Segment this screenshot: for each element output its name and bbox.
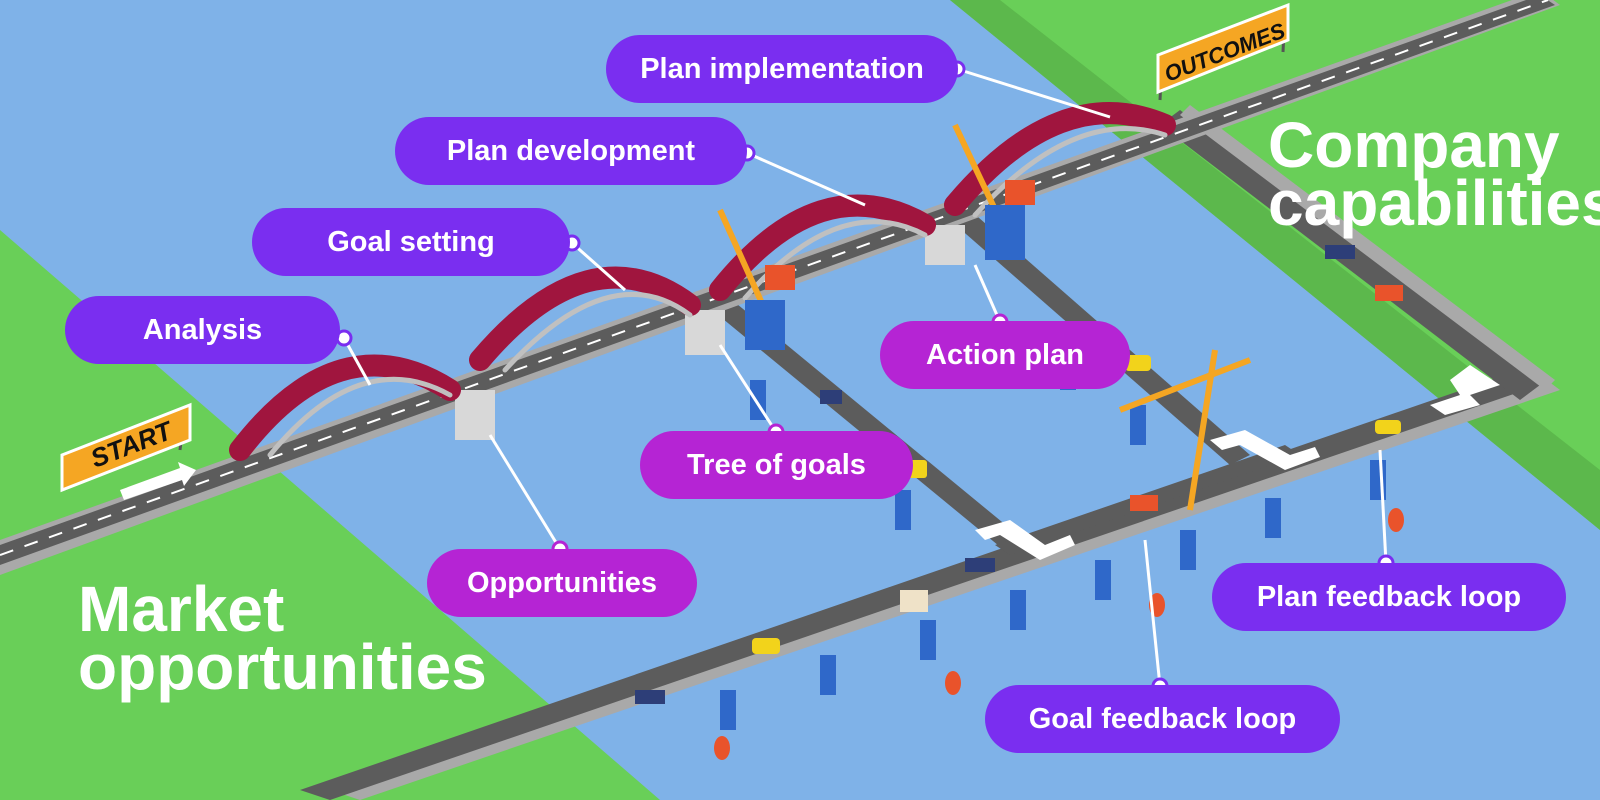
crane-icons bbox=[717, 123, 1403, 511]
label-plan-implementation: Plan implementation bbox=[606, 35, 958, 103]
label-goal-setting: Goal setting bbox=[252, 208, 570, 276]
label-plan-development: Plan development bbox=[395, 117, 747, 185]
market-opportunities-heading: Market opportunities bbox=[78, 573, 487, 703]
label-analysis: Analysis bbox=[65, 296, 340, 364]
market-land bbox=[0, 230, 660, 800]
buoy-icons bbox=[714, 508, 1404, 760]
market-heading-line2: opportunities bbox=[78, 631, 487, 703]
company-shore bbox=[950, 0, 1600, 530]
company-heading-line1: Company bbox=[1268, 109, 1560, 181]
label-action-plan: Action plan bbox=[880, 321, 1130, 389]
label-goal-feedback-loop: Goal feedback loop bbox=[985, 685, 1340, 753]
vehicle-icons bbox=[635, 245, 1401, 704]
label-plan-feedback-loop: Plan feedback loop bbox=[1212, 563, 1566, 631]
label-opportunities: Opportunities bbox=[427, 549, 697, 617]
label-tree-of-goals: Tree of goals bbox=[640, 431, 913, 499]
market-heading-line1: Market bbox=[78, 573, 285, 645]
main-piers bbox=[455, 225, 965, 440]
connector-lines bbox=[342, 67, 1388, 687]
company-capabilities-heading: Company capabilities bbox=[1268, 109, 1600, 239]
bridge-arches bbox=[229, 102, 1176, 461]
company-heading-line2: capabilities bbox=[1268, 167, 1600, 239]
direction-arrows bbox=[120, 365, 1500, 560]
